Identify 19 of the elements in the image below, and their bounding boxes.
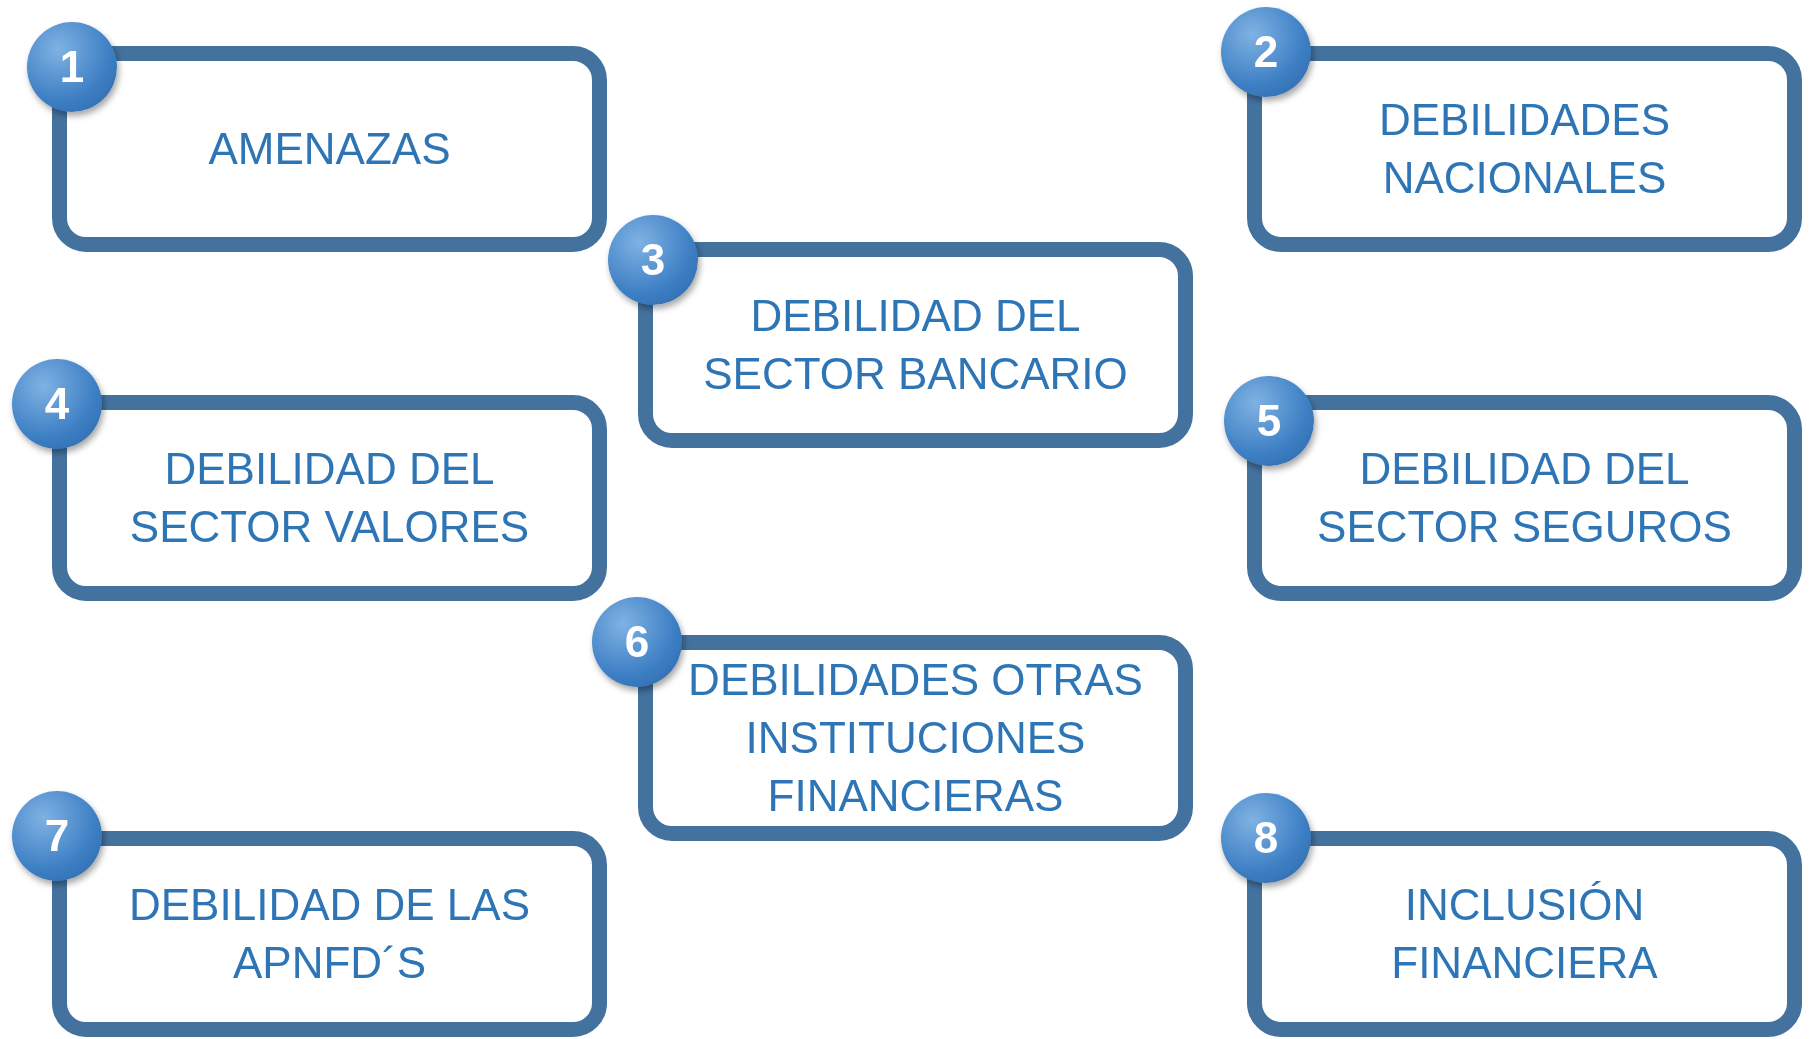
rounded-box [638, 242, 1193, 448]
box-label: DEBILIDAD DEL SECTOR SEGUROS [1316, 443, 1733, 553]
box-label: INCLUSIÓN FINANCIERA [1390, 879, 1659, 989]
number-badge: 4 [12, 359, 102, 449]
number-badge: 6 [592, 597, 682, 687]
number-badge: 7 [12, 791, 102, 881]
box-label: AMENAZAS [208, 123, 451, 175]
number-badge: 8 [1221, 793, 1311, 883]
box-label: DEBILIDAD DE LAS APNFD´S [128, 879, 531, 989]
rounded-box [52, 46, 607, 252]
number-badge: 2 [1221, 7, 1311, 97]
box-label: DEBILIDADES NACIONALES [1378, 94, 1671, 204]
number-badge: 3 [608, 215, 698, 305]
box-label: DEBILIDAD DEL SECTOR BANCARIO [702, 290, 1129, 400]
box-label: DEBILIDAD DEL SECTOR VALORES [128, 443, 531, 553]
rounded-box [1247, 395, 1802, 601]
box-label: DEBILIDADES OTRAS INSTITUCIONES FINANCIERAS [687, 654, 1144, 822]
number-badge: 5 [1224, 376, 1314, 466]
number-badge: 1 [27, 22, 117, 112]
